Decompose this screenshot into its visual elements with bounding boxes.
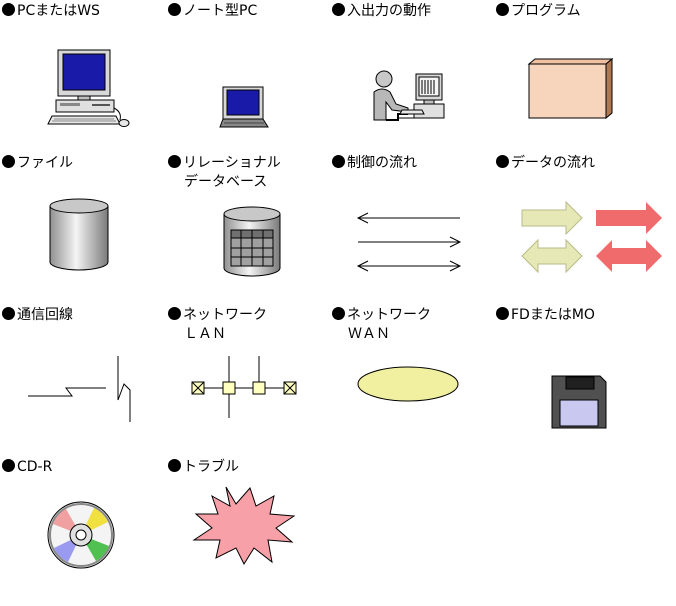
icon-cell-relational-db: リレーショナルデータベース — [166, 152, 330, 302]
database-icon — [223, 206, 281, 277]
bullet-icon — [168, 155, 181, 168]
label-cd-r: CD-R — [17, 459, 53, 475]
bullet-icon — [332, 307, 345, 320]
icon-cell-laptop: ノート型PC — [166, 0, 330, 150]
icon-cell-trouble: トラブル — [166, 456, 330, 606]
label-lan-line2: ＬＡＮ — [184, 326, 226, 342]
communication-line-icon — [28, 356, 131, 422]
icon-cell-control-flow: 制御の流れ — [330, 152, 494, 302]
data-flow-arrows-icon — [521, 200, 662, 274]
bullet-icon — [168, 307, 181, 320]
icon-cell-comm-line: 通信回線 — [0, 304, 164, 454]
label-lan: ネットワーク — [183, 307, 267, 323]
label-pc-or-ws: PCまたはWS — [17, 3, 100, 19]
bullet-icon — [2, 459, 15, 472]
wan-ellipse-icon — [357, 366, 459, 402]
label-relational-db: リレーショナル — [183, 155, 281, 171]
control-flow-arrows-icon — [356, 212, 462, 272]
desktop-pc-icon — [47, 49, 130, 127]
label-input-output: 入出力の動作 — [347, 3, 431, 19]
label-comm-line: 通信回線 — [17, 307, 73, 323]
label-program: プログラム — [511, 3, 581, 19]
icon-cell-program: プログラム — [494, 0, 658, 150]
label-fd-mo: FDまたはMO — [511, 307, 595, 323]
laptop-icon — [219, 86, 269, 128]
label-wan-line2: ＷＡＮ — [348, 326, 390, 342]
lan-icon — [191, 356, 297, 418]
user-at-computer-icon — [373, 70, 445, 121]
icon-cell-wan: ネットワーク ＷＡＮ — [330, 304, 494, 454]
program-box-icon — [527, 57, 614, 120]
bullet-icon — [496, 155, 509, 168]
icon-cell-cd-r: CD-R — [0, 456, 164, 606]
bullet-icon — [168, 459, 181, 472]
trouble-burst-icon — [192, 486, 296, 566]
file-cylinder-icon — [49, 198, 109, 271]
cd-r-icon — [47, 501, 115, 569]
bullet-icon — [168, 3, 181, 16]
floppy-disk-icon — [551, 375, 607, 429]
label-control-flow: 制御の流れ — [347, 155, 417, 171]
bullet-icon — [2, 3, 15, 16]
label-trouble: トラブル — [183, 459, 239, 475]
icon-cell-input-output: 入出力の動作 — [330, 0, 494, 150]
bullet-icon — [332, 155, 345, 168]
icon-cell-file: ファイル — [0, 152, 164, 302]
label-data-flow: データの流れ — [511, 155, 595, 171]
bullet-icon — [2, 307, 15, 320]
bullet-icon — [2, 155, 15, 168]
label-wan: ネットワーク — [347, 307, 431, 323]
bullet-icon — [332, 3, 345, 16]
label-laptop: ノート型PC — [183, 3, 258, 19]
icon-cell-data-flow: データの流れ — [494, 152, 662, 302]
bullet-icon — [496, 307, 509, 320]
icon-cell-pc-or-ws: PCまたはWS — [0, 0, 164, 150]
icon-cell-fd-mo: FDまたはMO — [494, 304, 658, 454]
label-file: ファイル — [17, 155, 73, 171]
label-relational-db-line2: データベース — [184, 174, 268, 190]
icon-cell-lan: ネットワーク ＬＡＮ — [166, 304, 330, 454]
bullet-icon — [496, 3, 509, 16]
